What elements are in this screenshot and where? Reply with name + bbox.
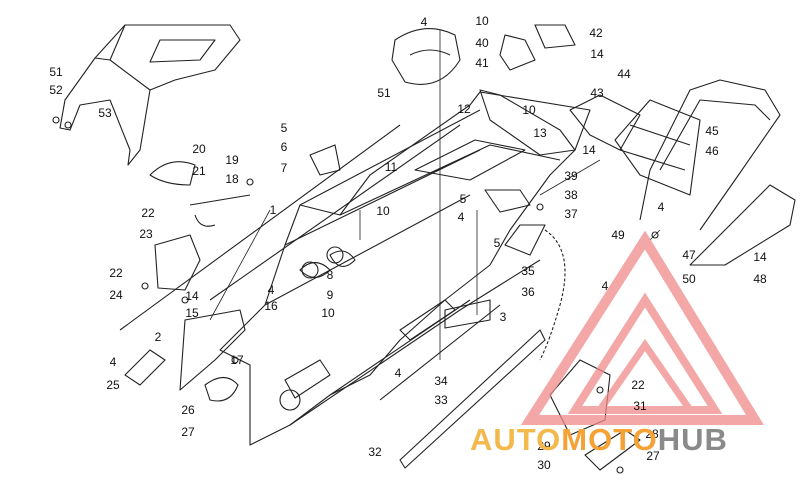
callout-c28: 28 xyxy=(645,427,659,441)
callout-c2: 2 xyxy=(154,330,162,344)
callout-c3: 3 xyxy=(499,310,507,324)
callout-c4a: 4 xyxy=(420,15,428,29)
callout-c33: 33 xyxy=(434,393,448,407)
callout-c14d: 14 xyxy=(753,250,767,264)
callout-c53: 53 xyxy=(98,106,112,120)
callout-c37: 37 xyxy=(564,207,578,221)
callout-c23: 23 xyxy=(139,227,153,241)
callout-c49: 49 xyxy=(611,228,625,242)
callout-c44: 44 xyxy=(617,67,631,81)
callout-c50: 50 xyxy=(682,272,696,286)
callout-c52: 52 xyxy=(49,83,63,97)
watermark-text: AUTOMOTOHUB xyxy=(470,423,728,457)
callout-c4e: 4 xyxy=(394,366,402,380)
callout-c4b: 4 xyxy=(457,210,465,224)
callout-c10b: 10 xyxy=(522,103,536,117)
callout-c15: 15 xyxy=(185,306,199,320)
watermark-part-1: AUTO xyxy=(470,422,562,457)
callout-c21: 21 xyxy=(192,164,206,178)
callout-c47: 47 xyxy=(682,248,696,262)
callout-c22b: 22 xyxy=(109,266,123,280)
callout-c14a: 14 xyxy=(590,47,604,61)
callout-c5b: 5 xyxy=(459,192,467,206)
callout-c24: 24 xyxy=(109,288,123,302)
callout-c18: 18 xyxy=(225,172,239,186)
callout-c36: 36 xyxy=(521,285,535,299)
callout-c31: 31 xyxy=(633,399,647,413)
callout-c38: 38 xyxy=(564,188,578,202)
callout-c5c: 5 xyxy=(493,236,501,250)
callout-c27a: 27 xyxy=(181,425,195,439)
watermark-logo xyxy=(520,230,764,425)
flap-part xyxy=(689,184,796,266)
callout-c30: 30 xyxy=(537,458,551,472)
callout-c51b: 51 xyxy=(377,86,391,100)
callout-c5a: 5 xyxy=(280,121,288,135)
callout-c14b: 14 xyxy=(582,143,596,157)
callout-c40: 40 xyxy=(475,36,489,50)
callout-c1: 1 xyxy=(269,203,277,217)
callout-c51a: 51 xyxy=(49,65,63,79)
callout-c11: 11 xyxy=(384,160,398,174)
watermark-part-3: HUB xyxy=(657,422,728,457)
callout-c42: 42 xyxy=(589,26,603,40)
callout-c10d: 10 xyxy=(321,306,335,320)
callout-c17: 17 xyxy=(230,353,244,367)
seat-pad-part xyxy=(391,28,461,85)
callout-c20: 20 xyxy=(192,142,206,156)
callout-c22a: 22 xyxy=(141,206,155,220)
callout-c39: 39 xyxy=(564,169,578,183)
callout-c13: 13 xyxy=(533,126,547,140)
callout-c32: 32 xyxy=(368,445,382,459)
callout-c4g: 4 xyxy=(657,200,665,214)
callout-c4f: 4 xyxy=(601,279,609,293)
callout-c27b: 27 xyxy=(646,449,660,463)
callout-c12: 12 xyxy=(457,102,471,116)
callout-c19: 19 xyxy=(225,153,239,167)
seat-part xyxy=(59,24,241,166)
callout-c8: 8 xyxy=(326,268,334,282)
callout-c22c: 22 xyxy=(631,378,645,392)
callout-c26: 26 xyxy=(181,403,195,417)
tunnel-part xyxy=(219,91,591,446)
callout-c25: 25 xyxy=(106,378,120,392)
callout-c35: 35 xyxy=(521,264,535,278)
callout-c34: 34 xyxy=(434,374,448,388)
callout-c14c: 14 xyxy=(185,289,199,303)
callout-c43: 43 xyxy=(590,86,604,100)
callout-c4d: 4 xyxy=(109,355,117,369)
callout-c9: 9 xyxy=(326,288,334,302)
callout-c10a: 10 xyxy=(475,14,489,28)
callout-c6: 6 xyxy=(280,140,288,154)
callout-c16: 16 xyxy=(264,299,278,313)
callout-c7: 7 xyxy=(280,161,288,175)
callout-c41: 41 xyxy=(475,56,489,70)
callout-c45: 45 xyxy=(705,124,719,138)
watermark-part-2: MOTO xyxy=(561,422,658,457)
callout-c29: 29 xyxy=(537,439,551,453)
callout-c10c: 10 xyxy=(376,204,390,218)
bumper-part xyxy=(639,79,781,231)
callout-c48: 48 xyxy=(753,272,767,286)
taillight-part xyxy=(614,99,701,196)
callout-c4c: 4 xyxy=(267,283,275,297)
callout-c46: 46 xyxy=(705,144,719,158)
